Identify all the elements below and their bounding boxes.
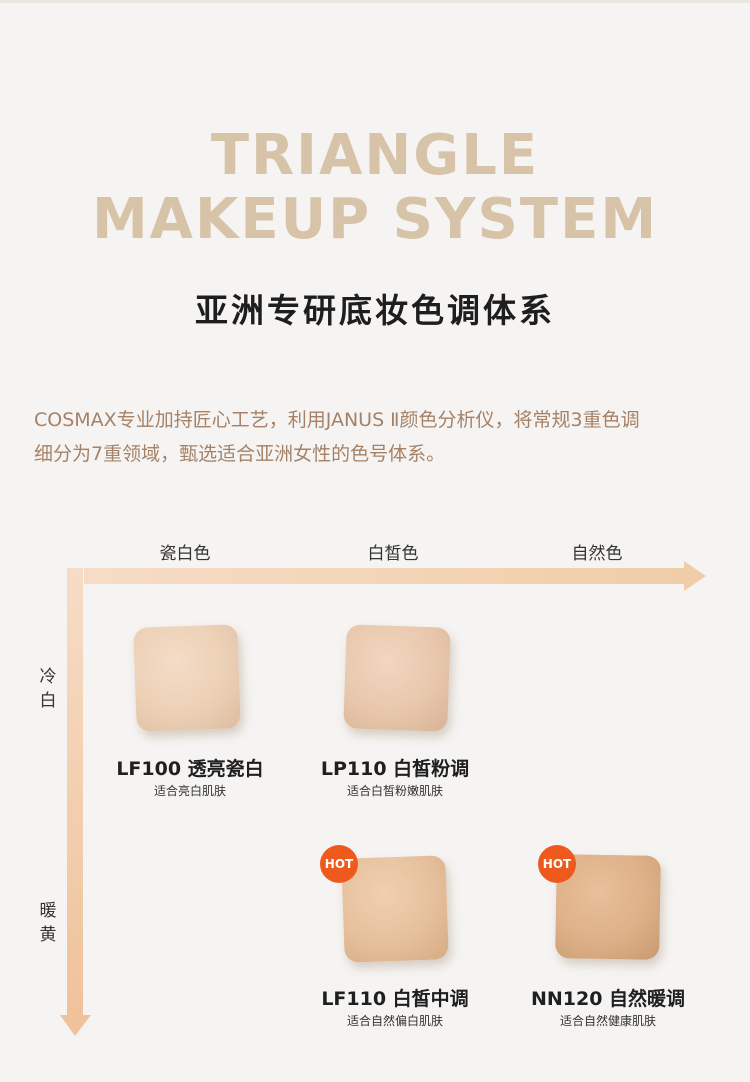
x-axis-label-fair: 白皙色 (367, 544, 419, 564)
top-divider (0, 0, 750, 3)
y-axis-label-warm-char-1: 暖 (39, 901, 57, 921)
x-axis-label-porcelain: 瓷白色 (159, 544, 211, 564)
product-desc-lf100: 适合亮白肌肤 (153, 784, 226, 798)
y-axis-label-cool-char-1: 冷 (39, 667, 57, 687)
description-line-2: 细分为7重领域，甄选适合亚洲女性的色号体系。 (34, 443, 446, 465)
product-name-lp110: LP110 白皙粉调 (320, 758, 470, 780)
product-name-lf100: LF100 透亮瓷白 (116, 758, 264, 780)
hot-badge: HOT (538, 845, 576, 883)
description-line-1: COSMAX专业加持匠心工艺，利用JANUS Ⅱ颜色分析仪，将常规3重色调 (34, 409, 640, 431)
swatch-lf100 (133, 624, 241, 732)
headline-line-1: TRIANGLE (210, 123, 540, 188)
x-axis-label-natural: 自然色 (571, 544, 623, 564)
y-axis-label-warm: 暖 黄 (36, 899, 60, 947)
hot-badge: HOT (320, 845, 358, 883)
y-axis-label-warm-char-2: 黄 (39, 925, 57, 945)
swatch-lf110 (341, 855, 449, 963)
product-desc-lp110: 适合白皙粉嫩肌肤 (346, 784, 443, 798)
product-name-nn120: NN120 自然暖调 (530, 988, 686, 1010)
product-desc-lf110: 适合自然偏白肌肤 (346, 1014, 443, 1028)
subtitle: 亚洲专研底妆色调体系 (195, 291, 555, 330)
swatch-lp110 (343, 624, 451, 732)
y-axis-arrow (60, 568, 91, 1036)
y-axis-label-cool-char-2: 白 (39, 691, 57, 711)
y-axis-label-cool: 冷 白 (36, 665, 60, 713)
headline-line-2: MAKEUP SYSTEM (91, 187, 659, 252)
product-name-lf110: LF110 白皙中调 (321, 988, 469, 1010)
x-axis-arrow (84, 561, 706, 591)
product-desc-nn120: 适合自然健康肌肤 (559, 1014, 656, 1028)
